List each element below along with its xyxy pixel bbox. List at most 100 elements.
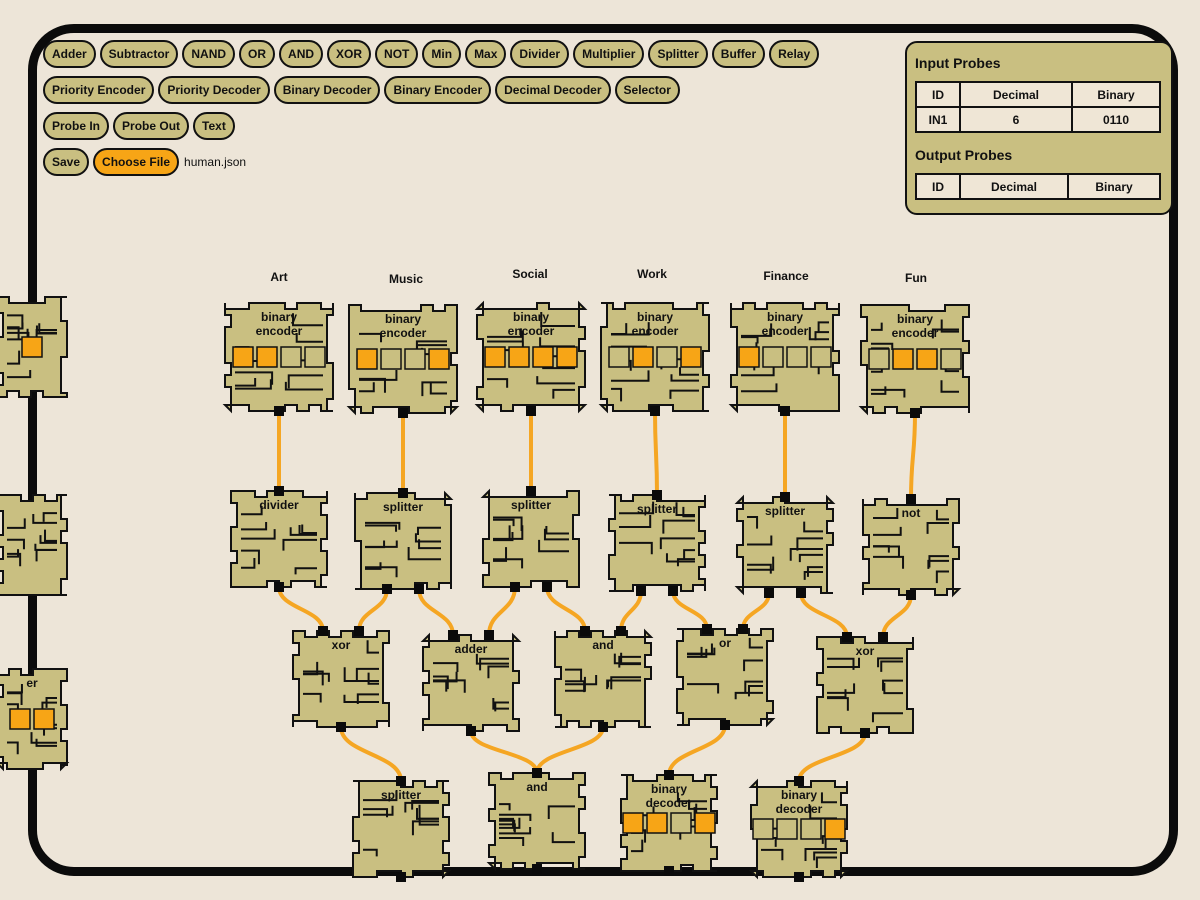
output-port[interactable] [336,722,346,732]
add-not-button[interactable]: NOT [375,40,419,68]
add-nand-button[interactable]: NAND [182,40,236,68]
splitter-component-4[interactable]: splitter [608,490,706,596]
input-port[interactable] [318,626,328,636]
input-port[interactable] [738,624,748,634]
add-adder-button[interactable]: Adder [43,40,96,68]
input-port[interactable] [652,490,662,500]
output-port[interactable] [274,582,284,592]
output-port[interactable] [466,726,476,736]
bit-cell[interactable] [428,348,450,370]
output-port[interactable] [636,586,646,596]
add-max-button[interactable]: Max [465,40,507,68]
bit-cell[interactable] [810,346,832,368]
bit-cell[interactable] [608,346,630,368]
add-and-button[interactable]: AND [279,40,324,68]
output-port[interactable] [382,584,392,594]
add-multiplier-button[interactable]: Multiplier [573,40,645,68]
input-port[interactable] [274,486,284,496]
add-divider-button[interactable]: Divider [510,40,570,68]
bit-cell[interactable] [508,346,530,368]
bit-cell[interactable] [484,346,506,368]
add-subtractor-button[interactable]: Subtractor [99,40,179,68]
input-port[interactable] [396,776,406,786]
bit-cell[interactable] [646,812,668,834]
bit-cell[interactable] [752,818,774,840]
add-or-button[interactable]: OR [239,40,276,68]
table-row[interactable]: IN1 6 0110 [915,106,1161,133]
output-port[interactable] [274,406,284,416]
add-priority-encoder-button[interactable]: Priority Encoder [43,76,155,104]
add-probe-in-button[interactable]: Probe In [43,112,110,140]
add-text-button[interactable]: Text [193,112,235,140]
add-probe-out-button[interactable]: Probe Out [113,112,190,140]
save-button[interactable]: Save [43,148,90,176]
divider-component-1[interactable]: divider [230,486,328,592]
output-port[interactable] [398,408,408,418]
bit-cell[interactable] [632,346,654,368]
add-binary-encoder-button[interactable]: Binary Encoder [384,76,492,104]
output-port[interactable] [650,406,660,416]
input-port[interactable] [580,626,590,636]
choose-file-button[interactable]: Choose File [93,148,180,176]
input-port[interactable] [794,776,804,786]
or-gate-4[interactable]: or [676,624,776,730]
bit-cell[interactable] [380,348,402,370]
output-port[interactable] [910,408,920,418]
output-port[interactable] [906,590,916,600]
input-port[interactable] [354,626,364,636]
bit-cell[interactable] [304,346,326,368]
output-port[interactable] [780,406,790,416]
bit-cell[interactable] [356,348,378,370]
xor-gate-1[interactable]: xor [292,626,390,732]
bit-cell[interactable] [280,346,302,368]
splitter-component-2[interactable]: splitter [354,488,454,594]
not-component-6[interactable]: not [862,494,962,600]
bit-cell[interactable] [33,708,55,730]
add-decimal-decoder-button[interactable]: Decimal Decoder [495,76,611,104]
output-port[interactable] [764,588,774,598]
output-port[interactable] [526,406,536,416]
adder-gate-2[interactable]: adder [420,630,522,736]
add-splitter-button[interactable]: Splitter [648,40,708,68]
bit-cell[interactable] [694,812,716,834]
input-port[interactable] [526,486,536,496]
output-port[interactable] [796,588,806,598]
circuit-canvas[interactable]: binaryencoderbinaryencoderbinaryencoderb… [0,33,1169,882]
output-port[interactable] [668,586,678,596]
splitter-component-r4-1[interactable]: splitter [352,776,452,882]
input-port[interactable] [616,626,626,636]
splitter-component-3[interactable]: splitter [480,486,580,592]
add-relay-button[interactable]: Relay [769,40,820,68]
bit-cell[interactable] [800,818,822,840]
output-port[interactable] [720,720,730,730]
add-xor-button[interactable]: XOR [327,40,372,68]
bit-cell[interactable] [824,818,846,840]
bit-cell[interactable] [762,346,784,368]
output-port[interactable] [414,584,424,594]
splitter-component-5[interactable]: splitter [734,492,836,598]
bit-cell[interactable] [656,346,678,368]
xor-gate-5[interactable]: xor [816,632,914,738]
input-port[interactable] [780,492,790,502]
input-port[interactable] [664,770,674,780]
input-port[interactable] [448,630,458,640]
bit-cell[interactable] [622,812,644,834]
add-buffer-button[interactable]: Buffer [711,40,766,68]
add-priority-decoder-button[interactable]: Priority Decoder [158,76,270,104]
bit-cell[interactable] [786,346,808,368]
input-port[interactable] [532,768,542,778]
bit-cell[interactable] [776,818,798,840]
bit-cell[interactable] [738,346,760,368]
bit-cell[interactable] [21,336,43,358]
bit-cell[interactable] [9,708,31,730]
bit-cell[interactable] [670,812,692,834]
input-port[interactable] [398,488,408,498]
output-port[interactable] [542,582,552,592]
